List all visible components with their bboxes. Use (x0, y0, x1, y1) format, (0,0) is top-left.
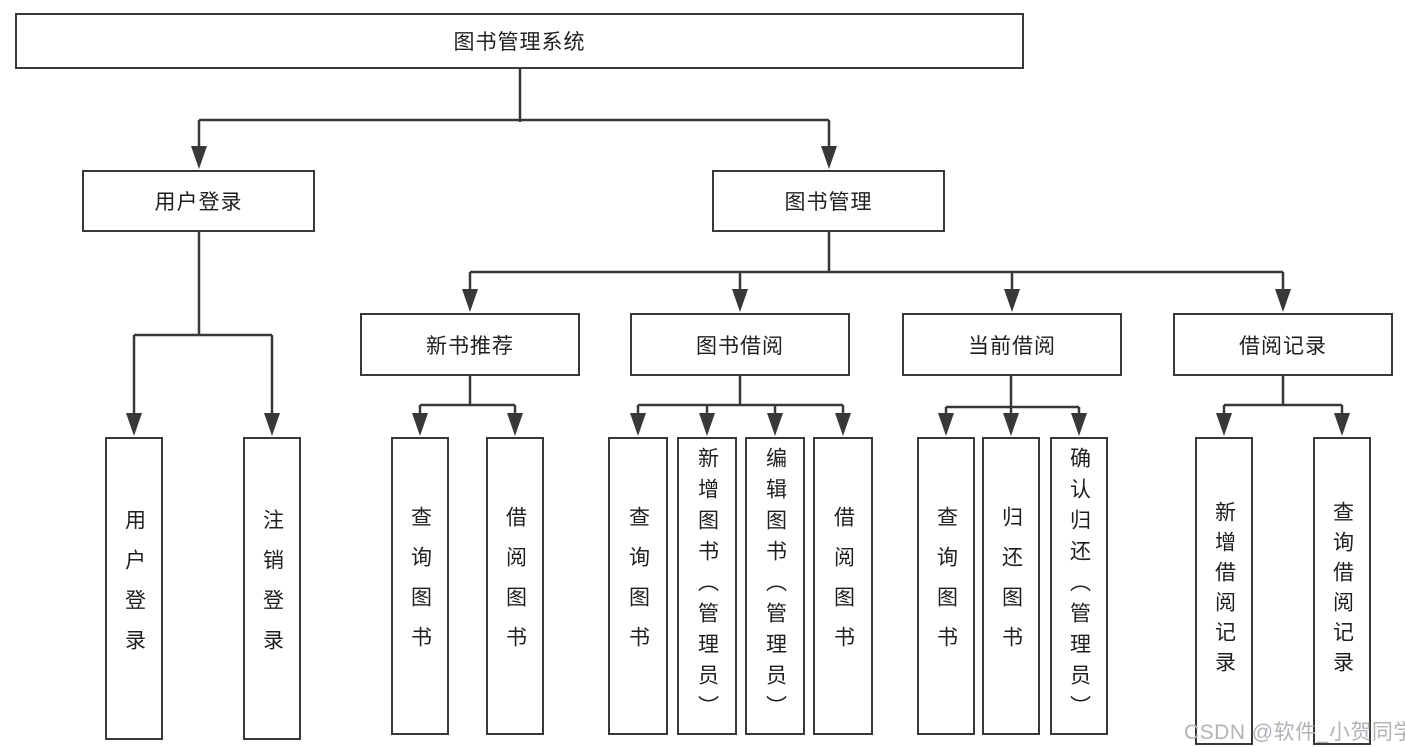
leaf-borrow-book-newbook: 借阅图书 (486, 437, 544, 735)
leaf-query-book-current-label: 查询图书 (934, 506, 958, 666)
leaf-add-borrow-record: 新增借阅记录 (1195, 437, 1253, 745)
leaf-query-book-current: 查询图书 (917, 437, 975, 735)
leaf-borrow-book-newbook-label: 借阅图书 (503, 506, 527, 666)
node-library-system-label: 图书管理系统 (453, 31, 586, 54)
leaf-query-borrow-record: 查询借阅记录 (1313, 437, 1371, 745)
node-new-book-recommend: 新书推荐 (360, 313, 580, 376)
leaf-confirm-return-admin: 确认归还（管理员） (1050, 437, 1108, 735)
leaf-edit-book-admin: 编辑图书（管理员） (745, 437, 805, 735)
leaf-query-book-borrow-label: 查询图书 (626, 506, 650, 666)
leaf-return-book-label: 归还图书 (999, 506, 1023, 666)
node-borrow-record: 借阅记录 (1173, 313, 1393, 376)
leaf-add-borrow-record-label: 新增借阅记录 (1212, 501, 1236, 681)
leaf-user-login-label: 用户登录 (122, 508, 146, 669)
leaf-query-book-borrow: 查询图书 (608, 437, 668, 735)
leaf-logout-login-label: 注销登录 (260, 508, 284, 669)
node-user-login-label: 用户登录 (154, 191, 243, 214)
node-library-system: 图书管理系统 (15, 13, 1024, 69)
node-current-borrow-label: 当前借阅 (968, 334, 1056, 358)
leaf-add-book-admin: 新增图书（管理员） (677, 437, 737, 735)
node-book-borrow-label: 图书借阅 (696, 334, 784, 358)
leaf-return-book: 归还图书 (982, 437, 1040, 735)
node-book-management-label: 图书管理 (784, 191, 873, 214)
leaf-query-book-newbook-label: 查询图书 (408, 506, 432, 666)
node-book-management: 图书管理 (712, 170, 945, 232)
leaf-user-login: 用户登录 (105, 437, 163, 740)
node-book-borrow: 图书借阅 (630, 313, 850, 376)
node-borrow-record-label: 借阅记录 (1239, 334, 1327, 358)
node-user-login: 用户登录 (82, 170, 315, 232)
node-new-book-recommend-label: 新书推荐 (426, 334, 514, 358)
leaf-query-book-newbook: 查询图书 (391, 437, 449, 735)
leaf-borrow-book-borrow-label: 借阅图书 (831, 506, 855, 666)
leaf-add-book-admin-label: 新增图书（管理员） (695, 446, 719, 726)
leaf-query-borrow-record-label: 查询借阅记录 (1330, 501, 1354, 681)
node-current-borrow: 当前借阅 (902, 313, 1122, 376)
csdn-watermark: CSDN @软件_小贺同学 (1184, 721, 1405, 744)
leaf-logout-login: 注销登录 (243, 437, 301, 740)
leaf-borrow-book-borrow: 借阅图书 (813, 437, 873, 735)
leaf-confirm-return-admin-label: 确认归还（管理员） (1067, 446, 1091, 726)
leaf-edit-book-admin-label: 编辑图书（管理员） (763, 446, 787, 726)
